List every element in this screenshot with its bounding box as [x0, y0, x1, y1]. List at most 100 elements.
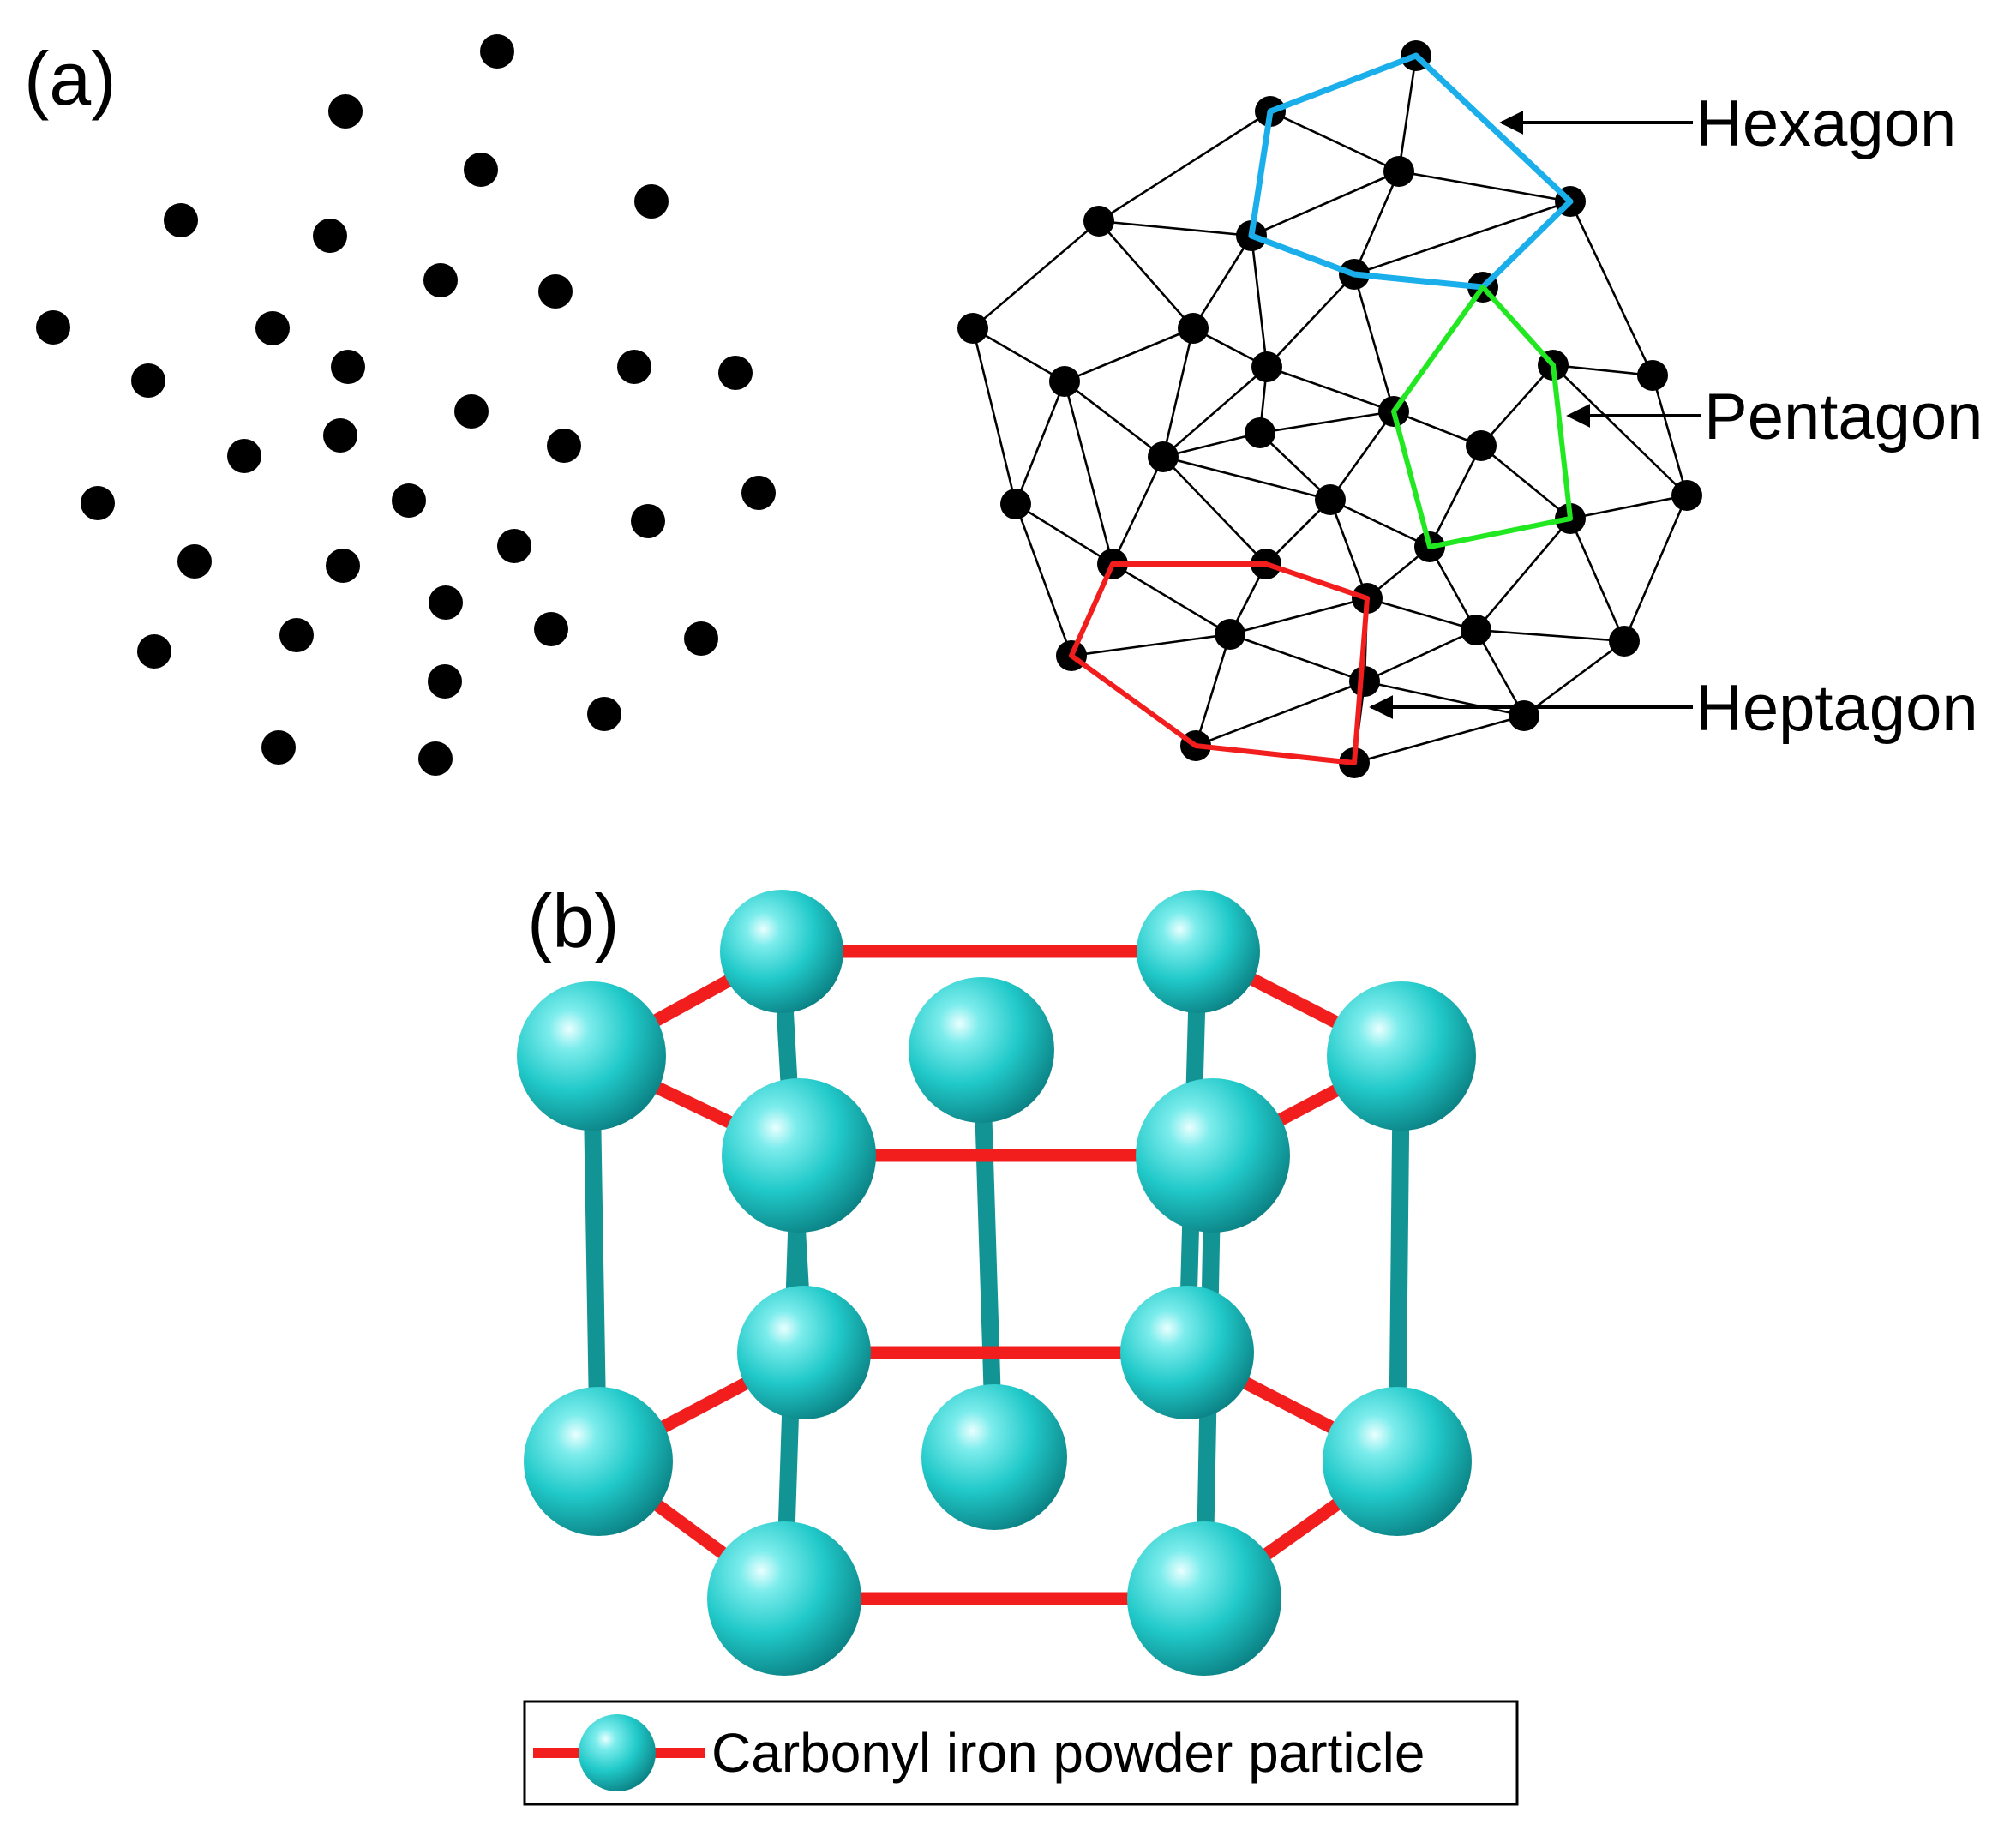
legend-label: Carbonyl iron powder particle	[711, 1722, 1425, 1784]
network-edge-17	[1250, 235, 1269, 368]
particle-bbl	[737, 1286, 871, 1419]
particle-bR	[1323, 1387, 1472, 1536]
heptagon-outline	[1069, 561, 1370, 765]
random-particle-scatter	[36, 34, 776, 776]
scatter-particle-29	[534, 612, 568, 646]
network-node-27	[1215, 619, 1245, 650]
network-edge-47	[971, 327, 1017, 505]
network-edge-60	[1015, 502, 1113, 566]
network-node-17	[1466, 430, 1497, 461]
network-edge-79	[1071, 633, 1231, 657]
panel-label-a: (a)	[24, 36, 117, 121]
scatter-particle-19	[81, 486, 115, 520]
scatter-particle-12	[331, 350, 365, 384]
network-edge-33	[1480, 364, 1554, 447]
scatter-particle-4	[634, 184, 669, 219]
network-edge-67	[1366, 597, 1477, 632]
particle-tL	[517, 981, 666, 1131]
hexagon-callout: Hexagon	[1499, 87, 1956, 160]
network-edge-23	[1266, 365, 1395, 413]
network-edge-61	[1014, 503, 1073, 657]
legend-particle-icon	[579, 1714, 656, 1791]
network-node-10	[1178, 313, 1209, 344]
network-edge-26	[1064, 327, 1194, 383]
network-edge-66	[1229, 597, 1368, 636]
network-node-3	[1383, 156, 1414, 187]
network-edge-44	[1162, 455, 1331, 501]
scatter-particle-25	[497, 529, 531, 563]
network-edge-56	[1569, 494, 1688, 520]
network-edge-43	[1329, 498, 1431, 549]
network-edge-16	[1191, 235, 1253, 329]
scatter-particle-27	[429, 585, 463, 620]
network-edge-12	[1569, 201, 1654, 376]
hcp-lattice	[517, 890, 1476, 1676]
network-edge-35	[1651, 375, 1689, 496]
scatter-particle-16	[323, 418, 357, 453]
network-edge-71	[1523, 639, 1625, 717]
network-node-21	[1000, 489, 1031, 519]
scatter-particle-6	[313, 219, 347, 253]
scatter-particle-31	[428, 664, 462, 699]
triangulated-network	[957, 40, 1702, 778]
network-edge-75	[1195, 680, 1365, 747]
network-node-18	[1148, 441, 1179, 472]
scatter-particle-28	[137, 634, 171, 669]
particle-tbl	[720, 890, 843, 1013]
network-edge-31	[1259, 410, 1395, 435]
particle-bfr	[1127, 1521, 1281, 1676]
pentagon-callout: Pentagon	[1566, 381, 1983, 453]
scatter-particle-32	[587, 697, 621, 731]
particle-tC	[909, 977, 1054, 1123]
network-node-28	[1461, 615, 1491, 645]
scatter-particle-24	[326, 549, 360, 583]
particle-bbr	[1120, 1286, 1254, 1419]
network-edge-10	[1353, 200, 1571, 276]
network-node-13	[1637, 360, 1668, 391]
scatter-particle-34	[418, 741, 453, 776]
network-edge-27	[1161, 327, 1195, 458]
network-edge-36	[1552, 364, 1688, 496]
particle-tR	[1327, 981, 1476, 1131]
panel-label-b: (b)	[527, 879, 620, 963]
network-edge-32	[1393, 410, 1482, 447]
network-edge-39	[1428, 445, 1483, 548]
scatter-particle-8	[538, 274, 573, 309]
network-node-31	[1349, 666, 1380, 697]
network-edge-74	[1229, 633, 1365, 683]
scatter-particle-30	[684, 621, 718, 656]
scatter-particle-15	[454, 394, 489, 429]
network-node-11	[1251, 351, 1282, 382]
pentagon-outline	[1391, 285, 1573, 549]
network-edge-34	[1552, 363, 1653, 377]
network-edge-38	[1480, 444, 1571, 520]
network-edge-5	[1398, 170, 1571, 203]
scatter-particle-11	[131, 363, 165, 398]
network-edge-45	[1064, 380, 1164, 459]
network-node-32	[1509, 700, 1539, 731]
network-edge-22	[1353, 273, 1395, 412]
hexagon-label: Hexagon	[1695, 87, 1956, 160]
network-edge-13	[1098, 219, 1252, 237]
scatter-particle-1	[480, 34, 514, 69]
legend: Carbonyl iron powder particle	[523, 1700, 1519, 1806]
network-edge-73	[1194, 633, 1232, 747]
scatter-particle-7	[423, 263, 458, 297]
scatter-particle-9	[36, 310, 70, 345]
heptagon-callout: Heptagon	[1369, 672, 1978, 745]
scatter-particle-3	[464, 153, 498, 187]
network-edge-54	[1428, 546, 1478, 631]
network-edge-6	[1098, 110, 1271, 223]
scatter-particle-17	[547, 429, 581, 463]
network-edge-80	[1353, 714, 1525, 765]
network-edge-9	[1353, 171, 1401, 275]
network-edge-57	[1623, 495, 1689, 642]
scatter-particle-22	[631, 504, 665, 538]
network-edge-15	[1098, 220, 1194, 329]
scatter-particle-26	[279, 618, 314, 652]
network-node-16	[1245, 417, 1275, 448]
network-edge-50	[1162, 456, 1267, 565]
network-edge-25	[972, 327, 1065, 383]
